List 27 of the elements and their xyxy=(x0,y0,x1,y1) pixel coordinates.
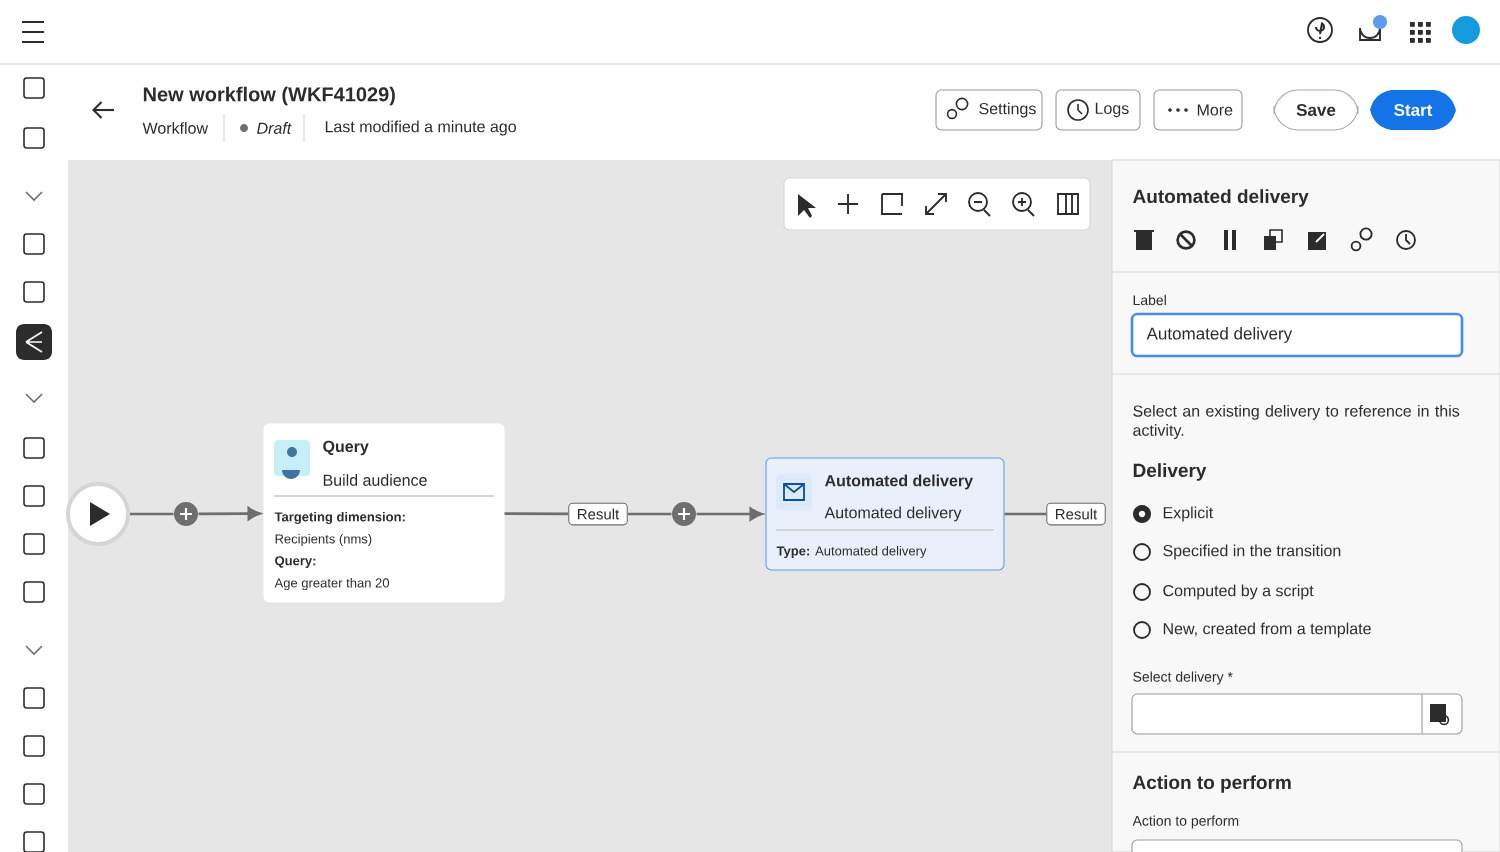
section-heading: Delivery xyxy=(1133,463,1207,481)
option-label: Explicit xyxy=(1163,506,1214,522)
connector xyxy=(504,512,569,516)
option-label: New, created from a template xyxy=(1163,622,1371,638)
save-button: Save xyxy=(1273,89,1359,131)
connector xyxy=(198,507,261,521)
modified-text: Last modified a minute ago xyxy=(325,120,516,136)
description-text: Select an existing delivery to reference in this activity. xyxy=(1133,404,1460,440)
status-text: Draft xyxy=(257,122,292,134)
settings-button: Settings xyxy=(935,89,1043,131)
connector xyxy=(627,512,672,516)
add-button xyxy=(672,502,696,526)
option-label: Computed by a script xyxy=(1163,584,1314,600)
play-button xyxy=(66,482,130,546)
logs-button: Logs xyxy=(1055,89,1141,131)
option-label: Specified in the transition xyxy=(1163,544,1341,560)
breadcrumb-text: Workflow xyxy=(142,122,209,134)
connector xyxy=(696,507,763,521)
panel-heading: Automated delivery xyxy=(1133,189,1309,207)
add-button xyxy=(174,502,198,526)
section-heading: Action to perform xyxy=(1133,775,1291,793)
connector xyxy=(1004,512,1047,516)
start-button: Start xyxy=(1370,90,1456,130)
more-button: More xyxy=(1153,89,1243,131)
page-title: New workflow (WKF41029) xyxy=(143,86,395,106)
input-field: Automated delivery xyxy=(1130,312,1464,358)
connector xyxy=(130,512,174,516)
